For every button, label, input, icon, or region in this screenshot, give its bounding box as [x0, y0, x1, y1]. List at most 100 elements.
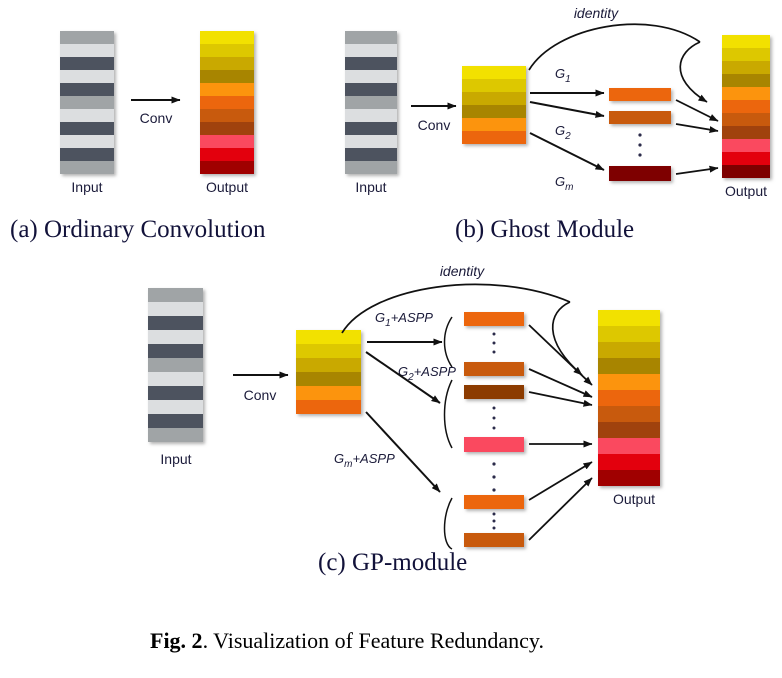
band [296, 358, 361, 372]
panel-c-input-stack [148, 288, 203, 442]
band [148, 400, 203, 414]
panel-c-output-label: Output [613, 491, 655, 507]
panel-b-identity-curve [528, 23, 701, 71]
group-bar [464, 385, 524, 399]
group-bar [464, 533, 524, 547]
group-m-ellipsis [492, 512, 496, 530]
group-label-m: Gm+ASPP [334, 451, 395, 470]
band [345, 70, 397, 83]
panel-a-input-band-group [60, 31, 114, 174]
panel-c-group-1: G1+ASPP [367, 310, 524, 376]
panel-c-caption: (c) GP-module [318, 549, 467, 576]
band [598, 454, 660, 470]
panel-a-caption: (a) Ordinary Convolution [10, 216, 266, 243]
band [598, 390, 660, 406]
panel-b-output-label: Output [725, 183, 767, 199]
panel-a-conv-label: Conv [140, 110, 173, 126]
band [598, 358, 660, 374]
band [462, 66, 526, 79]
panel-c-merge-arrow-3 [528, 391, 593, 407]
figure-caption-bold: Fig. 2 [150, 628, 203, 653]
band [345, 83, 397, 96]
group-arrow-2 [365, 351, 441, 404]
band [345, 57, 397, 70]
panel-b-merge-arrow-1 [675, 99, 719, 122]
panel-a-output-label: Output [206, 179, 248, 195]
panel-a-output-band-group [200, 31, 254, 174]
group-arrow-m [365, 411, 441, 493]
group-brace-m [443, 497, 453, 550]
group-brace-2 [443, 379, 453, 449]
panel-a-output-stack [200, 31, 254, 174]
panel-c-merge-arrow-6 [528, 477, 593, 541]
band [598, 342, 660, 358]
band [598, 326, 660, 342]
panel-c-input-label: Input [160, 451, 191, 467]
band [200, 109, 254, 122]
panel-b-ghost-op-m: Gm [529, 132, 671, 193]
band [345, 109, 397, 122]
band [598, 310, 660, 326]
band [296, 344, 361, 358]
band [296, 330, 361, 344]
band [722, 74, 770, 87]
panel-b-intrinsic-band-group [462, 66, 526, 144]
group-brace-1 [443, 316, 453, 368]
group-label-1: G1+ASPP [375, 310, 433, 329]
band [462, 118, 526, 131]
band [722, 126, 770, 139]
panel-b-input-band-group [345, 31, 397, 174]
band [462, 92, 526, 105]
figure-caption-rest: . Visualization of Feature Redundancy. [203, 628, 544, 653]
group-bar [464, 437, 524, 452]
band [148, 288, 203, 302]
panel-a-input-label: Input [71, 179, 102, 195]
band [200, 83, 254, 96]
panel-b-merge-arrow-m [675, 165, 719, 175]
ghost-op-label-m: Gm [555, 174, 573, 193]
band [345, 31, 397, 44]
band [462, 79, 526, 92]
band [345, 135, 397, 148]
ghost-bar [609, 88, 671, 101]
panel-b-intrinsic-stack [462, 66, 526, 144]
band [296, 400, 361, 414]
band [148, 386, 203, 400]
band [200, 135, 254, 148]
panel-c: Input Conv identity [148, 263, 660, 576]
ghost-arrow [529, 132, 605, 171]
ghost-op-label-1: G1 [555, 66, 571, 85]
panel-b-identity-label: identity [574, 5, 619, 21]
band [296, 372, 361, 386]
panel-a-input-stack [60, 31, 114, 174]
panel-b: Input Conv identity [345, 5, 770, 243]
band [148, 372, 203, 386]
panel-b-output-band-group [722, 35, 770, 178]
panel-a: Input Conv O [10, 31, 266, 243]
band [148, 330, 203, 344]
panel-c-identity-hook [551, 301, 583, 376]
panel-b-ghost-op-1: G1 [530, 66, 671, 101]
panel-c-merge-arrow-1 [528, 324, 593, 386]
band [345, 148, 397, 161]
band [722, 87, 770, 100]
panel-c-output-band-group [598, 310, 660, 486]
band [598, 438, 660, 454]
panel-b-merge-arrow-2 [675, 123, 719, 134]
panel-b-input-stack [345, 31, 397, 174]
panel-c-intrinsic-stack [296, 330, 361, 414]
panel-c-input-band-group [148, 288, 203, 442]
band [60, 122, 114, 135]
band [148, 358, 203, 372]
band [148, 414, 203, 428]
band [598, 374, 660, 390]
figure-caption: Fig. 2. Visualization of Feature Redunda… [150, 628, 544, 653]
group-bar [464, 362, 524, 376]
panel-b-ghost-op-2: G2 [529, 101, 671, 142]
band [722, 35, 770, 48]
band [296, 386, 361, 400]
ghost-op-label-2: G2 [555, 123, 571, 142]
band [345, 96, 397, 109]
